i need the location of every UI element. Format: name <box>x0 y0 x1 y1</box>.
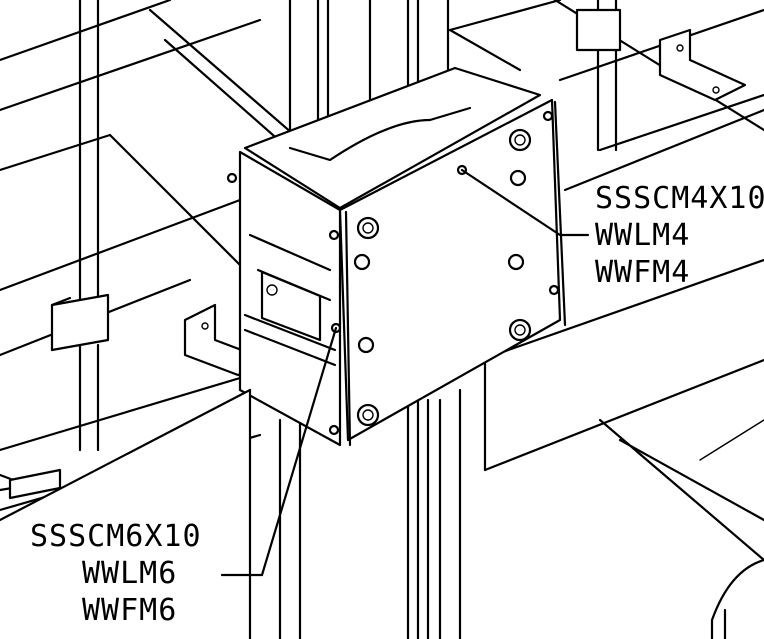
callout-upper: SSSCM4X10 WWLM4 WWFM4 <box>595 181 764 290</box>
callout-lower: SSSCM6X10 WWLM6 WWFM6 <box>30 519 202 628</box>
leader-lines <box>220 168 590 577</box>
callout-upper-line-2: WWLM4 <box>595 218 690 253</box>
vertical-posts <box>50 0 622 639</box>
callout-upper-line-3: WWFM4 <box>595 255 690 290</box>
cover-bolts <box>226 110 560 436</box>
callout-lower-line-1: SSSCM6X10 <box>30 519 202 554</box>
lower-plate <box>0 388 252 639</box>
callout-lower-line-2: WWLM6 <box>82 556 177 591</box>
cylinder <box>710 558 764 639</box>
callout-lower-line-3: WWFM6 <box>82 593 177 628</box>
junction-box <box>226 66 567 447</box>
callout-upper-line-1: SSSCM4X10 <box>595 181 764 216</box>
